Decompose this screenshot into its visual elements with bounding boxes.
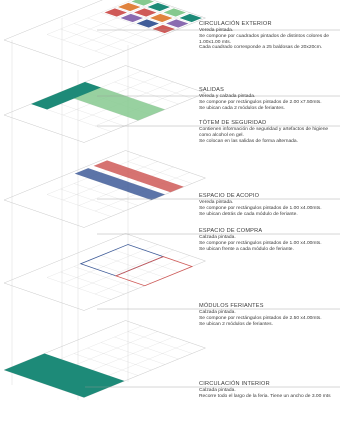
colored-tile	[150, 13, 173, 23]
leader-lines	[85, 29, 340, 388]
colored-tile	[136, 19, 159, 28]
title-espacio-de-compra: ESPACIO DE COMPRA	[199, 228, 263, 234]
circulacion-exterior-grid-line	[60, 28, 125, 52]
colored-tile	[131, 0, 154, 6]
espacio-acopio-compra-grid-line	[73, 183, 139, 206]
modulos-feriantes-grid-line	[62, 244, 158, 284]
modulos-feriantes-grid-line	[78, 249, 174, 289]
title-totem-de-seguridad: TÓTEM DE SEGURIDAD	[199, 120, 267, 126]
label-modulos-feriantes: MÓDULOS FERIANTES Calzada pintada. Se co…	[199, 303, 341, 327]
compra-strip	[93, 160, 184, 193]
colored-tile	[152, 24, 175, 34]
salidas-layer	[3, 65, 207, 143]
label-salidas: SALIDAS Vereda y calzada pintada. Se com…	[199, 87, 341, 111]
colored-tile	[163, 8, 186, 17]
colored-tile	[104, 8, 127, 17]
colored-tile	[118, 2, 141, 12]
label-totem-de-seguridad: TÓTEM DE SEGURIDAD Contienen información…	[199, 120, 341, 144]
circulacion-exterior-grid-line	[46, 0, 133, 35]
salidas-grid-line	[114, 81, 179, 105]
salidas-grid-line	[46, 109, 112, 132]
title-modulos-feriantes: MÓDULOS FERIANTES	[199, 303, 264, 309]
text-espacio-de-compra: Calzada pintada. Se compone por rectángu…	[199, 235, 322, 252]
title-circulacion-interior: CIRCULACIÓN INTERIOR	[199, 381, 270, 387]
colored-tile	[120, 13, 143, 23]
colored-tile	[147, 2, 170, 12]
modulos-feriantes-layer	[3, 233, 207, 311]
circulacion-exterior-grid-line	[94, 12, 190, 52]
circulacion-interior-grid-line	[78, 336, 174, 376]
label-circulacion-exterior: CIRCULACIÓN EXTERIOR Vereda pintada. Se …	[199, 21, 341, 51]
espacio-acopio-compra-grid-line	[46, 194, 112, 217]
circulacion-interior-grid-line	[114, 336, 179, 360]
text-salidas: Vereda y calzada pintada. Se compone por…	[199, 94, 322, 111]
circulacion-interior-grid-line	[73, 353, 139, 376]
title-espacio-de-acopio: ESPACIO DE ACOPIO	[199, 193, 260, 199]
espacio-acopio-compra-layer	[3, 150, 207, 228]
circulacion-exterior-grid-line	[100, 12, 166, 35]
colored-tile	[166, 19, 189, 28]
espacio-acopio-compra-grid-line	[60, 188, 125, 212]
circulacion-interior-grid-line	[46, 325, 142, 365]
espacio-acopio-compra-grid-line	[127, 161, 193, 184]
circulacion-exterior-grid-line	[114, 6, 179, 30]
colored-tile	[134, 8, 157, 17]
circulacion-interior-layer	[3, 320, 207, 398]
circulacion-exterior-grid-line	[110, 17, 206, 57]
modulo-feriante-b	[114, 256, 194, 287]
circulacion-interior-grid-line	[110, 347, 206, 387]
circulacion-exterior-grid-line	[78, 6, 174, 46]
label-espacio-de-compra: ESPACIO DE COMPRA Calzada pintada. Se co…	[199, 228, 341, 252]
modulos-feriantes-grid-line	[73, 266, 139, 289]
circulacion-interior-grid-line	[141, 325, 206, 349]
salidas-grid-line	[60, 103, 125, 127]
modulos-feriantes-grid-line	[94, 255, 190, 295]
circulacion-interior-band	[4, 353, 125, 398]
text-circulacion-interior: Calzada pintada. Recorre todo el largo d…	[199, 388, 331, 399]
circulacion-interior-grid-line	[87, 347, 152, 371]
circulacion-exterior-layer	[3, 0, 207, 68]
text-modulos-feriantes: Calzada pintada. Se compone por rectángu…	[199, 310, 322, 327]
text-circulacion-exterior: Vereda pintada. Se compone por cuadrados…	[199, 28, 329, 51]
circulacion-exterior-grid-line	[73, 23, 139, 46]
circulacion-interior-grid-line	[127, 331, 193, 354]
salidas-grid-line	[141, 70, 206, 94]
acopio-strip	[74, 168, 165, 200]
modulos-feriantes-grid-line	[100, 255, 166, 278]
circulacion-exterior-grid-line	[62, 1, 158, 41]
totem-base	[31, 82, 101, 110]
modulos-feriantes-grid-line	[87, 260, 152, 284]
espacio-acopio-compra-grid-line	[141, 155, 206, 179]
modulos-feriantes-grid-line	[46, 277, 112, 300]
circulacion-interior-grid-line	[100, 342, 166, 365]
colored-tile	[179, 13, 202, 23]
label-espacio-de-acopio: ESPACIO DE ACOPIO Vereda pintada. Se com…	[199, 193, 341, 217]
circulacion-exterior-grid-line	[152, 0, 206, 19]
vertical-guides	[11, 18, 129, 400]
circulacion-interior-grid-line	[62, 331, 158, 371]
text-totem-de-seguridad: Contienen información de seguridad y art…	[199, 127, 329, 144]
title-circulacion-exterior: CIRCULACIÓN EXTERIOR	[199, 21, 272, 27]
salidas-grid-line	[127, 76, 193, 99]
circulacion-exterior-grid-line	[87, 17, 152, 41]
circulacion-exterior-grid-line	[46, 34, 112, 57]
circulacion-exterior-grid-line	[127, 1, 193, 24]
circulacion-interior-grid-line	[94, 342, 190, 382]
title-salidas: SALIDAS	[199, 87, 225, 93]
modulos-feriantes-grid-line	[114, 249, 179, 273]
label-circulacion-interior: CIRCULACIÓN INTERIOR Calzada pintada. Re…	[199, 381, 341, 400]
text-espacio-de-acopio: Vereda pintada. Se compone por rectángul…	[199, 200, 322, 217]
modulos-feriantes-grid-line	[141, 238, 206, 262]
modulos-feriantes-grid-line	[60, 271, 125, 295]
